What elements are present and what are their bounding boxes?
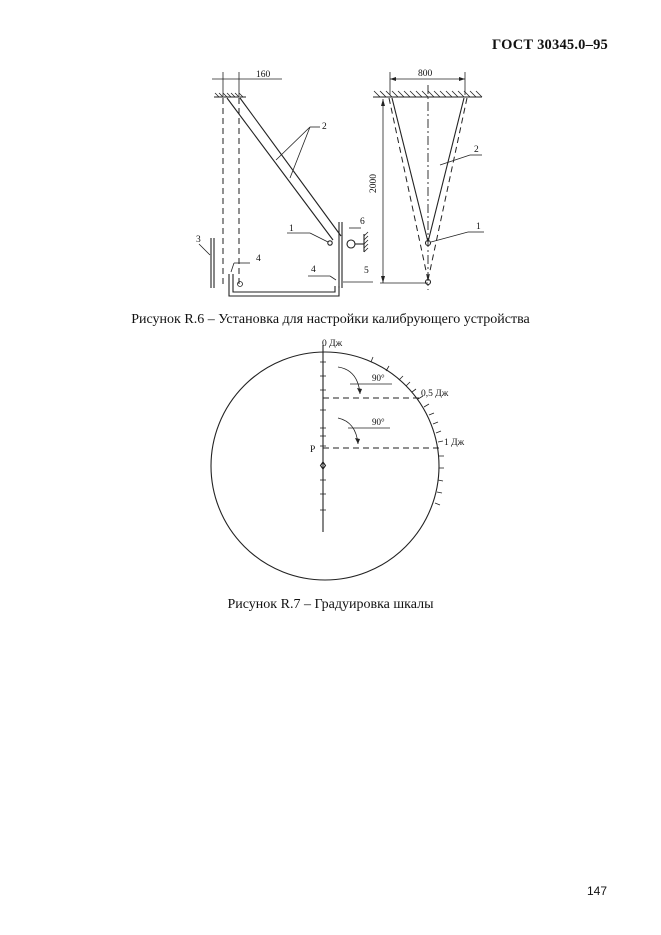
standard-code: ГОСТ 30345.0–95	[492, 37, 608, 53]
label-1-left: 1	[289, 224, 294, 234]
pivot-p-label: P	[310, 445, 315, 455]
label-2-left: 2	[322, 122, 327, 132]
pivot-point-1	[327, 240, 333, 246]
base-frame-outer	[228, 274, 340, 297]
label-0-j: 0 Дж	[322, 339, 343, 349]
figure-r6-caption: Рисунок R.6 – Установка для настройки ка…	[131, 312, 530, 327]
label-1-right: 1	[476, 222, 481, 232]
label-6: 6	[360, 217, 365, 227]
pivot-p-marker	[319, 461, 327, 470]
label-5: 5	[364, 266, 369, 276]
dimension-800: 800	[418, 69, 433, 79]
scale-circle	[210, 351, 440, 581]
figure-r6-side-view: 160 2 1 6 5	[196, 70, 373, 297]
dimension-160: 160	[256, 70, 271, 80]
page-number: 147	[587, 884, 608, 898]
pendulum-rod-edge-1	[226, 97, 334, 241]
dimension-2000: 2000	[369, 174, 379, 193]
angle-arc-2	[337, 417, 359, 445]
label-4-left: 4	[256, 254, 261, 264]
label-3: 3	[196, 235, 201, 245]
axis-ticks	[320, 361, 326, 511]
front-pivot-1	[424, 239, 432, 247]
angle-label-1: 90°	[372, 373, 385, 383]
front-pivot-lower	[424, 278, 432, 286]
angle-arc-1	[337, 366, 361, 395]
label-1-j: 1 Дж	[444, 438, 465, 448]
circumference-ticks	[370, 356, 444, 506]
figure-r7-caption: Рисунок R.7 – Градуировка шкалы	[227, 597, 434, 612]
figure-r7-scale: P 0 Дж 0,5 Дж 1 Дж 90° 90°	[210, 339, 465, 581]
ceiling-hatching-right	[373, 90, 483, 98]
label-4-right: 4	[311, 265, 316, 275]
indicator-6	[346, 239, 356, 249]
label-2-right: 2	[474, 145, 479, 155]
figure-r6-front-view: 800 2000 2 1	[369, 69, 484, 290]
pendulum-rod-edge-2	[239, 97, 342, 237]
base-frame-inner	[232, 274, 336, 293]
angle-label-2: 90°	[372, 417, 385, 427]
label-05-j: 0,5 Дж	[421, 389, 449, 399]
ceiling-hatching-left	[214, 92, 244, 98]
